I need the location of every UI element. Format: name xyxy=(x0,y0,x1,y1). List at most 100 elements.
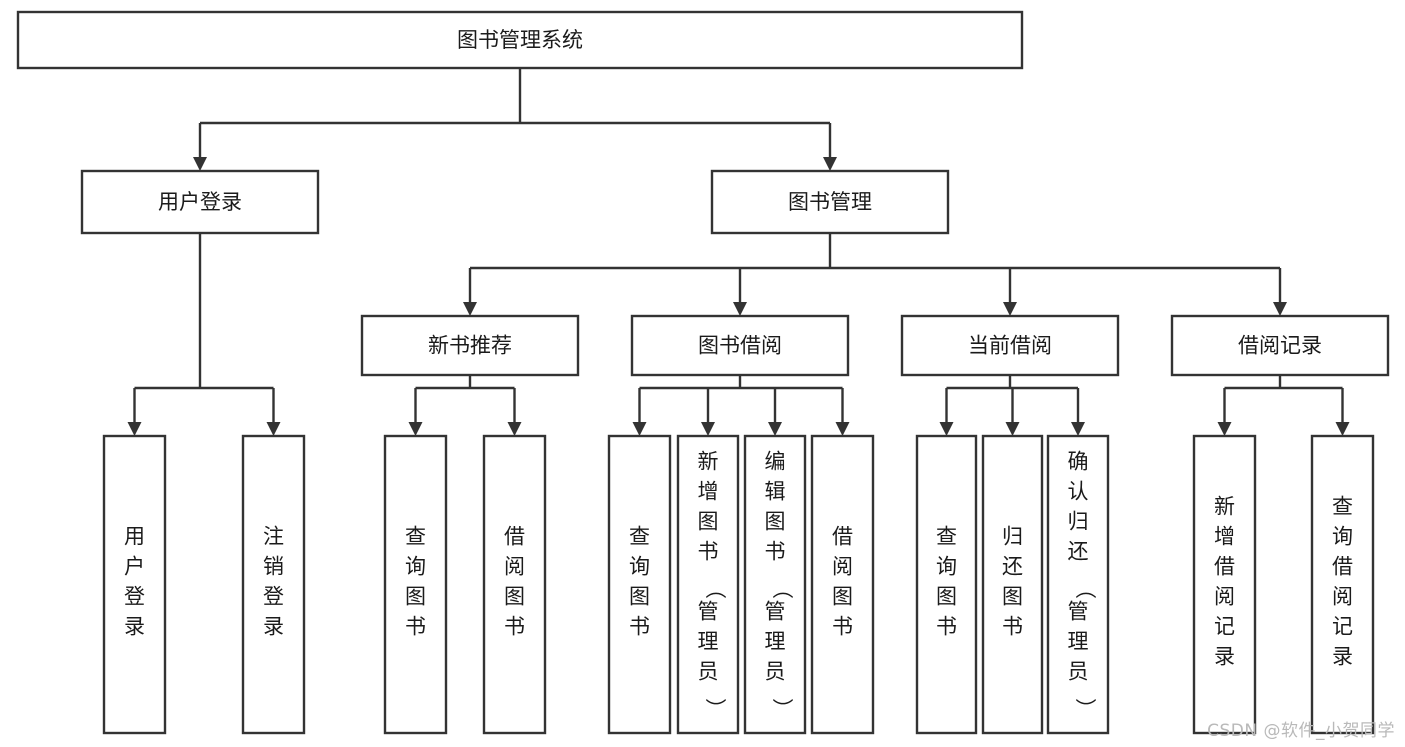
svg-text:确: 确 xyxy=(1068,450,1089,474)
node-box xyxy=(607,434,672,735)
arrow-head-icon xyxy=(1003,302,1017,316)
arrow-head-icon xyxy=(939,422,954,436)
svg-text:）: ） xyxy=(703,698,727,719)
svg-text:录: 录 xyxy=(1332,645,1353,669)
svg-text:户: 户 xyxy=(124,555,145,579)
svg-text:借: 借 xyxy=(1332,555,1353,579)
svg-text:记: 记 xyxy=(1332,615,1353,639)
svg-text:书: 书 xyxy=(629,615,650,639)
connector-group xyxy=(1217,375,1350,436)
svg-text:书: 书 xyxy=(504,615,525,639)
node-box xyxy=(1170,314,1390,377)
node-l2b[interactable]: 图书管理 xyxy=(710,169,950,235)
node-box xyxy=(383,434,448,735)
svg-text:录: 录 xyxy=(1214,645,1235,669)
svg-text:查: 查 xyxy=(405,525,426,549)
svg-text:员: 员 xyxy=(1068,660,1089,684)
arrow-head-icon xyxy=(632,422,647,436)
node-box xyxy=(16,10,1024,70)
node-root[interactable]: 图书管理系统 xyxy=(16,10,1024,70)
connector-group xyxy=(939,375,1085,436)
arrow-head-icon xyxy=(835,422,850,436)
node-layer: 图书管理系统用户登录图书管理新书推荐图书借阅当前借阅借阅记录用户登录注销登录查询… xyxy=(16,10,1390,735)
node-label: 图书管理 xyxy=(788,190,872,214)
arrow-head-icon xyxy=(1071,422,1085,436)
svg-text:借: 借 xyxy=(832,525,853,549)
svg-text:询: 询 xyxy=(936,555,957,579)
svg-text:图: 图 xyxy=(1002,585,1023,609)
node-box xyxy=(900,314,1120,377)
arrow-head-icon xyxy=(266,422,281,436)
node-label: 当前借阅 xyxy=(968,334,1052,358)
connector-group xyxy=(193,68,837,171)
connector-group xyxy=(408,375,522,436)
node-box xyxy=(710,169,950,235)
arrow-head-icon xyxy=(701,422,715,436)
node-l3b[interactable]: 图书借阅 xyxy=(630,314,850,377)
arrow-head-icon xyxy=(1335,422,1350,436)
node-box xyxy=(241,434,306,735)
svg-text:书: 书 xyxy=(698,540,719,564)
svg-text:）: ） xyxy=(1073,698,1097,719)
arrow-head-icon xyxy=(1273,302,1287,316)
node-box xyxy=(1046,434,1110,735)
arrow-head-icon xyxy=(1217,422,1232,436)
node-f1[interactable]: 用户登录 xyxy=(102,434,167,735)
node-label: 借阅记录 xyxy=(1238,334,1322,358)
svg-text:记: 记 xyxy=(1214,615,1235,639)
svg-text:阅: 阅 xyxy=(504,555,525,579)
svg-text:书: 书 xyxy=(936,615,957,639)
node-label: 图书借阅 xyxy=(698,334,782,358)
svg-text:归: 归 xyxy=(1002,525,1023,549)
svg-text:登: 登 xyxy=(263,585,284,609)
svg-text:图: 图 xyxy=(936,585,957,609)
arrow-head-icon xyxy=(507,422,522,436)
svg-text:员: 员 xyxy=(765,660,786,684)
svg-text:借: 借 xyxy=(1214,555,1235,579)
node-box xyxy=(80,169,320,235)
node-l3a[interactable]: 新书推荐 xyxy=(360,314,580,377)
svg-text:归: 归 xyxy=(1068,510,1089,534)
connector-group xyxy=(127,233,281,436)
arrow-head-icon xyxy=(823,157,837,171)
node-l3d[interactable]: 借阅记录 xyxy=(1170,314,1390,377)
svg-text:阅: 阅 xyxy=(1332,585,1353,609)
node-label: 新书推荐 xyxy=(428,334,512,358)
node-box xyxy=(915,434,978,735)
svg-text:注: 注 xyxy=(263,525,284,549)
svg-text:员: 员 xyxy=(698,660,719,684)
svg-text:图: 图 xyxy=(832,585,853,609)
svg-text:查: 查 xyxy=(936,525,957,549)
node-l2a[interactable]: 用户登录 xyxy=(80,169,320,235)
svg-text:新: 新 xyxy=(1214,495,1235,519)
node-box xyxy=(1192,434,1257,735)
svg-text:增: 增 xyxy=(698,480,719,504)
node-box xyxy=(981,434,1044,735)
svg-text:图: 图 xyxy=(405,585,426,609)
svg-text:图: 图 xyxy=(765,510,786,534)
arrow-head-icon xyxy=(408,422,423,436)
svg-text:查: 查 xyxy=(629,525,650,549)
arrow-head-icon xyxy=(463,302,477,316)
arrow-head-icon xyxy=(768,422,782,436)
node-l3c[interactable]: 当前借阅 xyxy=(900,314,1120,377)
